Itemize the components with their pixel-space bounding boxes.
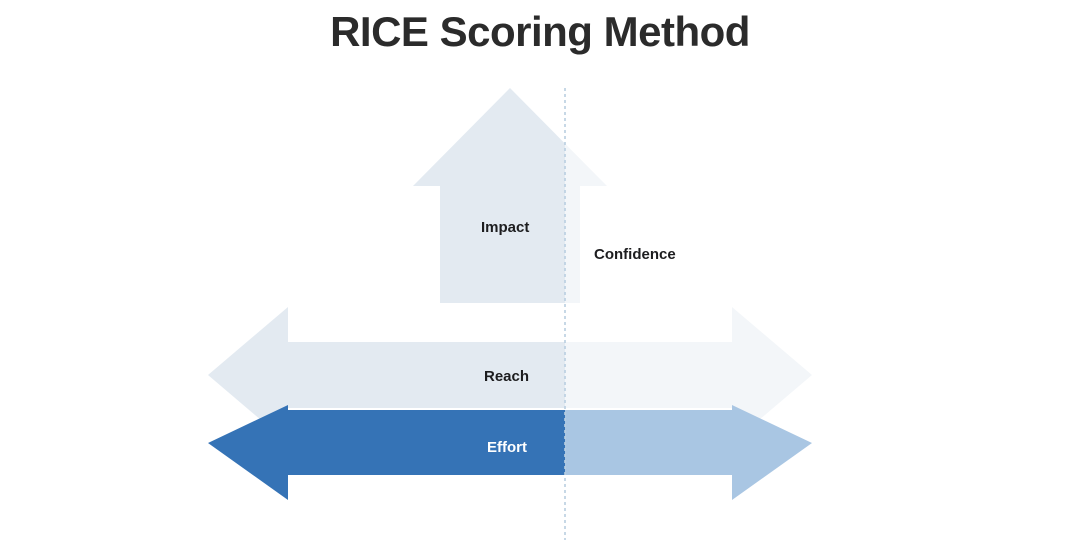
arrow-impact-left-fill [413,88,565,303]
arrow-effort-left-fill [208,405,565,500]
arrow-reach-left-fill [208,307,565,443]
arrow-reach [208,307,812,443]
arrow-impact [413,88,607,303]
arrow-effort [208,405,812,500]
arrow-label-reach: Reach [484,368,530,385]
arrow-label-effort: Effort [487,439,527,456]
page-title: RICE Scoring Method [330,8,750,55]
arrow-label-impact: Impact [481,219,530,236]
arrow-reach-right-fill [565,307,812,443]
arrow-label-confidence: Confidence [594,246,676,263]
arrow-impact-right-fill [565,143,607,303]
arrow-effort-right-fill [565,405,812,500]
